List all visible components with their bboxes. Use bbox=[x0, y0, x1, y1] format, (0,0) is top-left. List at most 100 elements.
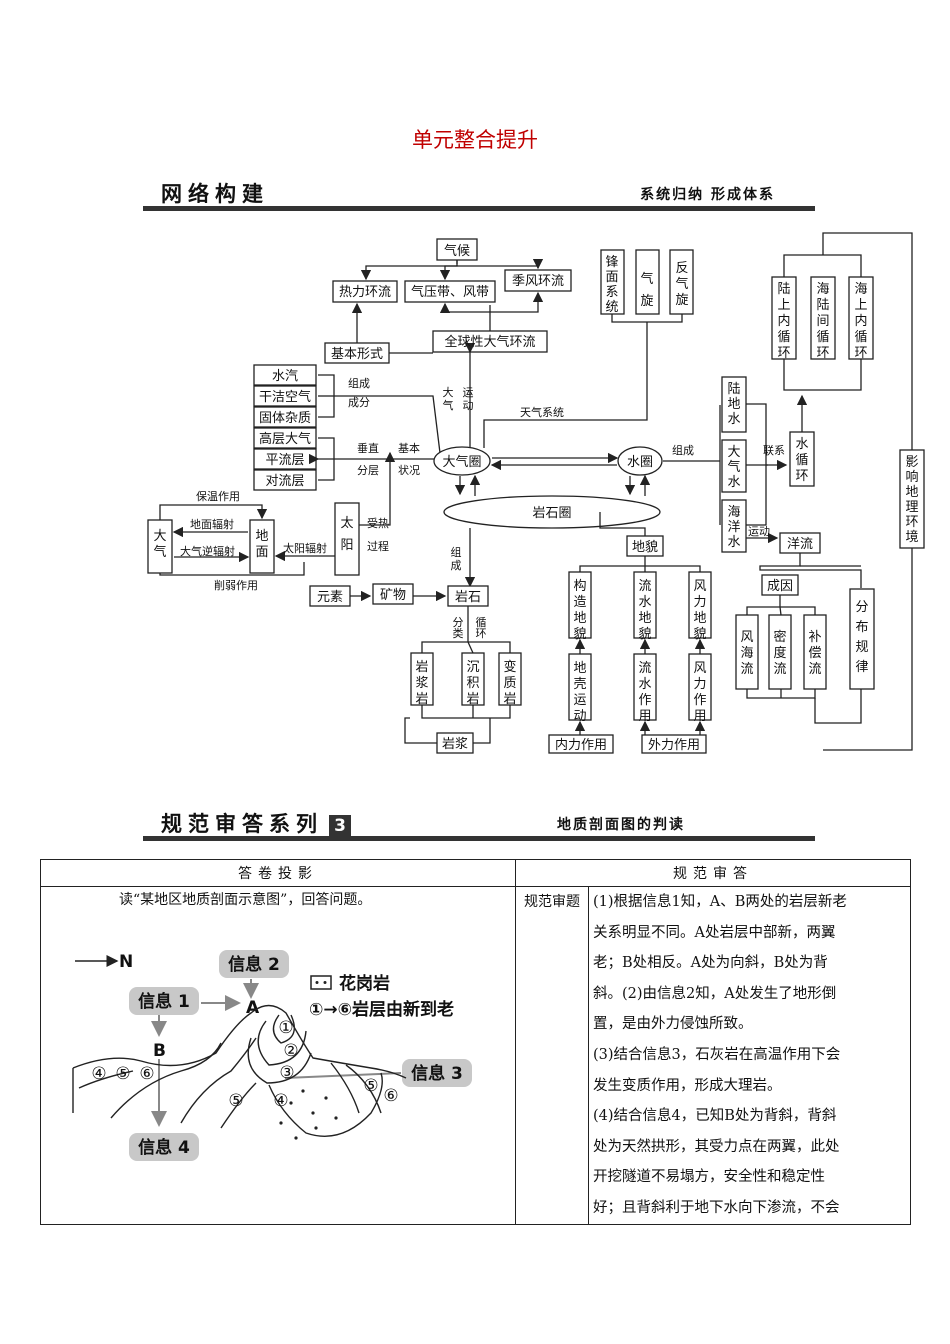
node-gaoceng: 高层大气 bbox=[259, 431, 311, 447]
vnode-lushang-char: 内 bbox=[777, 313, 790, 329]
section-number: 3 bbox=[329, 815, 351, 837]
vnode-fengli-char: 貌 bbox=[693, 627, 706, 642]
vnode-fanqixuan-char: 气 bbox=[675, 276, 688, 292]
node-yuansu: 元素 bbox=[317, 590, 343, 605]
legend-layers: ①→⑥岩层由新到老 bbox=[309, 999, 454, 1020]
answer-line: 开挖隧道不易塌方，安全性和稳定性 bbox=[593, 1169, 825, 1186]
vnode-miduliu-char: 密 bbox=[773, 629, 786, 645]
layer-2: ② bbox=[283, 1041, 298, 1061]
vnode-qixuan-char: 旋 bbox=[640, 294, 653, 309]
vnode-yingxiang-char: 环 bbox=[905, 515, 918, 530]
vnode-daqishui-char: 大 bbox=[727, 445, 740, 460]
vnode-miduliu-char: 度 bbox=[773, 645, 786, 661]
layer-4-left: ④ bbox=[91, 1064, 106, 1084]
vnode-liushuizy-char: 水 bbox=[638, 677, 651, 692]
vnode-haishang-char: 内 bbox=[854, 313, 867, 329]
vnode-lushang-char: 上 bbox=[777, 298, 790, 313]
label-lianxi: 联系 bbox=[763, 444, 785, 457]
geologic-section-figure: N 信息 2 信息 1 信息 3 信息 4 A B 花岗岩 ①→⑥岩层由新 bbox=[72, 950, 472, 1161]
node-chengyin: 成因 bbox=[767, 579, 793, 594]
vnode-daqi_v-char: 大 bbox=[443, 385, 454, 399]
vnode-taiyang-char: 阳 bbox=[340, 538, 353, 553]
header-standard-review: 规范审答 bbox=[515, 859, 911, 887]
vnode-daqi2-char: 气 bbox=[153, 544, 166, 560]
layer-5-right: ⑤ bbox=[363, 1076, 378, 1096]
label-shoure: 受热 bbox=[367, 517, 389, 530]
question-text: 读“某地区地质剖面示意图”，回答问题。 bbox=[119, 892, 372, 908]
vnode-hailu-char: 环 bbox=[816, 346, 829, 361]
vnode-ludi-char: 水 bbox=[727, 412, 740, 427]
node-daqiquan: 大气圈 bbox=[442, 454, 481, 470]
vnode-fanqixuan-char: 反 bbox=[675, 261, 688, 276]
vnode-fenglizy-char: 力 bbox=[693, 677, 706, 692]
vnode-liushuizy-char: 作 bbox=[638, 693, 651, 708]
layer-6: ⑥ bbox=[383, 1086, 398, 1106]
vnode-liushuizy-char: 用 bbox=[638, 709, 651, 724]
vnode-xunhuan-char: 循 bbox=[476, 616, 487, 629]
vnode-diqiao-char: 动 bbox=[573, 709, 586, 724]
node-duiliu: 对流层 bbox=[265, 474, 304, 489]
label-yundong2: 运动 bbox=[748, 525, 770, 538]
answer-lines: (1)根据信息1知，A、B两处的岩层新老关系明显不同。A处岩层中部新，两翼老；B… bbox=[593, 887, 906, 1224]
concept-diagram: 气候 热力环流 气压带、风带 季风环流 全球性大气环流 基本形式 水汽 干洁空气… bbox=[147, 232, 925, 754]
vnode-liushui-char: 地 bbox=[638, 611, 651, 626]
vnode-fenglizy-char: 作 bbox=[693, 693, 706, 708]
answer-line: 发生变质作用，形成大理岩。 bbox=[593, 1077, 782, 1094]
vnode-bianzhi-char: 岩 bbox=[503, 692, 516, 707]
answer-line: (1)根据信息1知，A、B两处的岩层新老 bbox=[593, 894, 847, 910]
vnode-yingxiang-char: 地 bbox=[905, 485, 918, 500]
answer-line: 老；B处相反。A处为向斜，B处为背 bbox=[593, 955, 828, 972]
vnode-fenlei-char: 分 bbox=[453, 616, 464, 629]
answer-line: (4)结合信息4，已知B处为背斜，背斜 bbox=[593, 1108, 837, 1125]
vnode-jiangyan-char: 岩 bbox=[415, 660, 428, 675]
page-title: 单元整合提升 bbox=[412, 128, 538, 152]
vnode-haishang-char: 海 bbox=[854, 282, 867, 297]
label-dimianfushe: 地面辐射 bbox=[190, 517, 234, 531]
vnode-zucheng3-char: 成 bbox=[451, 559, 462, 572]
label-zhuangkuang: 状况 bbox=[398, 463, 420, 477]
answer-line: 斜。(2)由信息2知，A处发生了地形倒 bbox=[593, 985, 837, 1002]
vnode-hailu-char: 间 bbox=[816, 314, 829, 329]
vnode-fenglizy-char: 用 bbox=[693, 709, 706, 724]
vnode-liushui-char: 流 bbox=[638, 579, 651, 594]
answer-table: 答卷投影 规范审答 读“某地区地质剖面示意图”，回答问题。 N 信息 2 bbox=[40, 859, 911, 1225]
node-qihou: 气候 bbox=[444, 243, 470, 259]
label-jiben: 基本 bbox=[398, 441, 420, 455]
vnode-fengli-char: 地 bbox=[693, 611, 706, 626]
vnode-diqiao-char: 运 bbox=[573, 693, 586, 708]
vnode-haishang-char: 上 bbox=[854, 298, 867, 313]
vnode-fengmian-char: 系 bbox=[605, 285, 618, 300]
vnode-fengmian-char: 面 bbox=[605, 270, 618, 285]
vnode-daqishui-char: 水 bbox=[727, 475, 740, 490]
node-dimao: 地貌 bbox=[632, 540, 658, 555]
label-guocheng: 过程 bbox=[367, 540, 389, 553]
info3-label: 信息 3 bbox=[411, 1063, 463, 1084]
label-zucheng: 组成 bbox=[348, 376, 370, 390]
info2-label: 信息 2 bbox=[228, 954, 280, 975]
vnode-hailu-char: 循 bbox=[816, 330, 829, 345]
review-label: 规范审题 bbox=[524, 894, 580, 910]
vnode-ludi-char: 地 bbox=[727, 397, 740, 412]
table-row: 读“某地区地质剖面示意图”，回答问题。 N 信息 2 信息 1 信息 3 bbox=[40, 886, 911, 1225]
answer-line: 处为天然拱形，其受力点在两翼，此处 bbox=[593, 1138, 840, 1155]
node-pingliu: 平流层 bbox=[265, 453, 304, 468]
section-title: 规范审答系列 3 bbox=[161, 808, 351, 838]
node-yanshi: 岩石 bbox=[455, 590, 481, 605]
north-label: N bbox=[119, 952, 133, 972]
label-taiyangfushe: 太阳辐射 bbox=[283, 541, 327, 555]
node-qiyadai: 气压带、风带 bbox=[411, 284, 489, 300]
layer-5: ⑤ bbox=[228, 1091, 243, 1111]
section-subtitle: 系统归纳 形成体系 bbox=[640, 187, 775, 203]
vnode-hailu-char: 陆 bbox=[816, 297, 829, 313]
layer-1: ① bbox=[278, 1018, 293, 1038]
vnode-lushang-char: 环 bbox=[777, 346, 790, 361]
section-title-text: 规范审答系列 bbox=[161, 812, 323, 836]
vnode-dimian-char: 地 bbox=[255, 529, 268, 544]
vnode-gouzao-char: 造 bbox=[573, 595, 586, 610]
vnode-shuixunhuan-char: 循 bbox=[795, 453, 808, 468]
vnode-gouzao-char: 构 bbox=[573, 579, 586, 594]
point-b: B bbox=[153, 1041, 166, 1061]
vnode-yundong_v-char: 动 bbox=[463, 399, 474, 412]
vnode-fenbu-char: 分 bbox=[855, 600, 868, 615]
vnode-yingxiang-char: 影 bbox=[905, 455, 918, 470]
